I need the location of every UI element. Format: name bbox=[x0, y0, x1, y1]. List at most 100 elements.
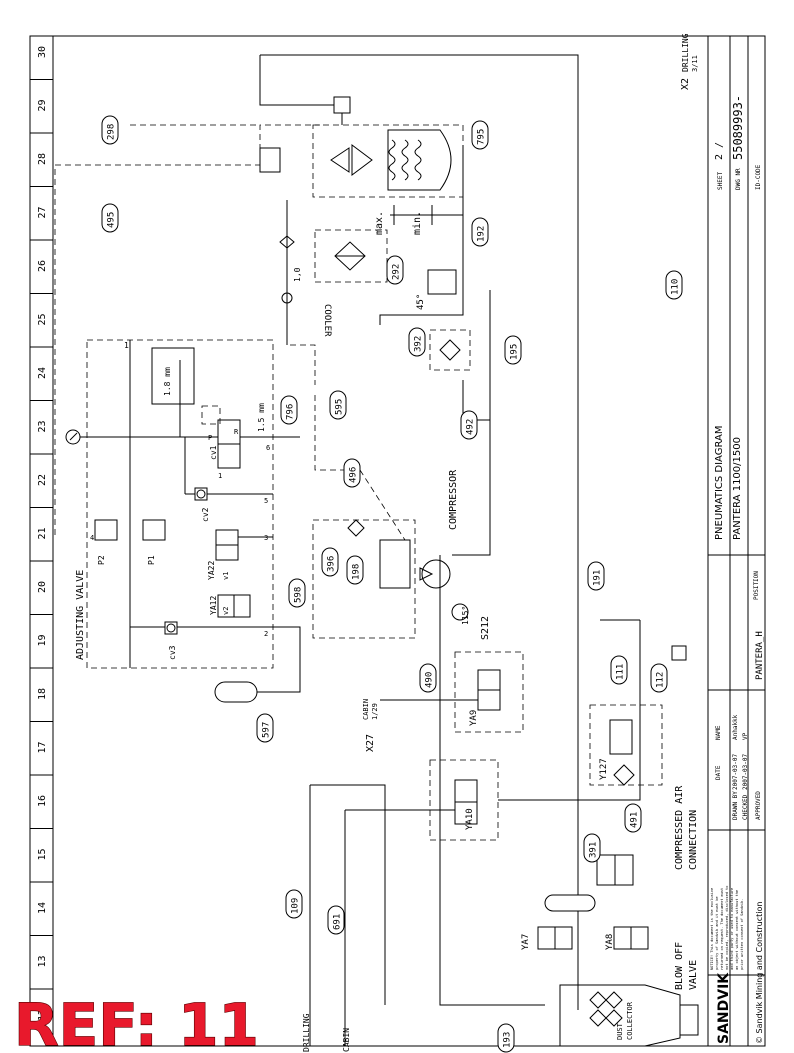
svg-text:CABIN: CABIN bbox=[342, 1028, 351, 1052]
svg-text:2 /: 2 / bbox=[714, 142, 725, 160]
svg-text:496: 496 bbox=[349, 467, 359, 483]
svg-text:2007-03-07: 2007-03-07 bbox=[742, 753, 749, 790]
svg-text:PANTERA_H: PANTERA_H bbox=[755, 631, 765, 680]
svg-text:P1: P1 bbox=[147, 555, 156, 565]
svg-text:597: 597 bbox=[262, 722, 272, 738]
compressor-label: COMPRESSOR bbox=[448, 469, 459, 530]
svg-text:YA10: YA10 bbox=[465, 808, 475, 830]
ref-bubble: 691 bbox=[327, 905, 345, 935]
svg-text:298: 298 bbox=[107, 124, 117, 140]
orifice-1-8-box bbox=[151, 347, 195, 405]
adjusting-valve-label: ADJUSTING VALVE bbox=[75, 570, 86, 660]
svg-text:CHECKED: CHECKED bbox=[742, 794, 749, 820]
ref-label: REF: 11 bbox=[14, 991, 259, 1053]
ya10-box bbox=[429, 759, 499, 841]
ref-bubble: 496 bbox=[343, 458, 361, 488]
grid-number: 23 bbox=[37, 420, 48, 432]
grid-number: 17 bbox=[37, 741, 48, 753]
ref-bubble: 110 bbox=[665, 270, 683, 300]
svg-text:APPROVED: APPROVED bbox=[755, 791, 762, 820]
svg-text:P2: P2 bbox=[97, 555, 106, 565]
title-block: PNEUMATICS DIAGRAM PANTERA 1100/1500 POS… bbox=[707, 36, 765, 1046]
cooler-box bbox=[314, 229, 388, 283]
ref-bubble: 598 bbox=[288, 578, 306, 608]
svg-text:DRILLING: DRILLING bbox=[681, 33, 690, 72]
ref-bubble: 595 bbox=[329, 390, 347, 420]
grid-number: 29 bbox=[37, 99, 48, 111]
ref-bubble: 191 bbox=[587, 561, 605, 591]
svg-text:P: P bbox=[208, 434, 212, 442]
ref-bubble: 392 bbox=[408, 327, 426, 357]
ref-bubble: 192 bbox=[471, 217, 489, 247]
svg-text:cv3: cv3 bbox=[168, 645, 177, 660]
svg-text:DRAWN BY: DRAWN BY bbox=[732, 791, 739, 820]
svg-text:691: 691 bbox=[333, 914, 343, 930]
svg-text:POSITION: POSITION bbox=[753, 571, 760, 600]
svg-text:YA7: YA7 bbox=[521, 934, 531, 950]
svg-text:110: 110 bbox=[671, 279, 681, 295]
ref-bubble: 492 bbox=[460, 410, 478, 440]
svg-text:DWG NR: DWG NR bbox=[735, 168, 742, 190]
grid-number: 19 bbox=[37, 634, 48, 646]
compressor-cylinder bbox=[379, 539, 411, 589]
ref-bubble: 491 bbox=[624, 803, 642, 833]
svg-text:490: 490 bbox=[425, 672, 435, 688]
ref-bubble: 391 bbox=[583, 833, 601, 863]
ref-bubble: 109 bbox=[285, 889, 303, 919]
cooler-label: COOLER bbox=[322, 304, 332, 337]
y127-solenoid bbox=[609, 719, 633, 755]
svg-text:191: 191 bbox=[593, 570, 603, 586]
ref-bubble: 796 bbox=[280, 395, 298, 425]
svg-text:X2: X2 bbox=[680, 78, 691, 90]
svg-text:192: 192 bbox=[477, 226, 487, 242]
svg-text:55089993-: 55089993- bbox=[731, 95, 745, 160]
svg-text:S212: S212 bbox=[480, 616, 491, 640]
svg-text:an object without consent with: an object without consent without the bbox=[735, 890, 739, 970]
grid-number: 21 bbox=[37, 527, 48, 539]
dust-collector bbox=[559, 984, 681, 1047]
ya9-box bbox=[454, 651, 524, 733]
svg-text:1,0: 1,0 bbox=[293, 267, 302, 282]
drawing-frame bbox=[29, 35, 766, 1047]
ref-bubble: 112 bbox=[650, 663, 668, 693]
svg-text:795: 795 bbox=[477, 129, 487, 145]
grid-number: 15 bbox=[37, 848, 48, 860]
temperature-gauge-icon bbox=[451, 603, 469, 621]
thermostat-valve bbox=[427, 269, 457, 295]
oil-filter-box bbox=[429, 329, 471, 371]
svg-text:PANTERA 1100/1500: PANTERA 1100/1500 bbox=[732, 437, 743, 540]
svg-text:PNEUMATICS DIAGRAM: PNEUMATICS DIAGRAM bbox=[714, 426, 725, 540]
svg-text:193: 193 bbox=[503, 1032, 513, 1048]
y127-box bbox=[589, 704, 663, 786]
grid-number: 24 bbox=[37, 367, 48, 379]
svg-text:DUST: DUST bbox=[616, 1022, 624, 1040]
svg-text:1/29: 1/29 bbox=[371, 703, 379, 720]
svg-text:R: R bbox=[234, 428, 239, 436]
grid-number: 27 bbox=[37, 206, 48, 218]
pressure-switch-112 bbox=[671, 645, 687, 661]
svg-text:max.: max. bbox=[374, 211, 385, 235]
svg-text:392: 392 bbox=[414, 336, 424, 352]
pressure-relief-valve bbox=[333, 96, 351, 114]
grid-number: 12 bbox=[37, 1009, 48, 1021]
compressor-control-box bbox=[312, 519, 416, 639]
svg-text:cv2: cv2 bbox=[201, 507, 210, 522]
svg-text:COLLECTOR: COLLECTOR bbox=[626, 1001, 634, 1040]
ref-bubble: 292 bbox=[386, 255, 404, 285]
grid-number: 26 bbox=[37, 260, 48, 272]
svg-text:1.8 mm: 1.8 mm bbox=[163, 367, 172, 396]
grid-number: 20 bbox=[37, 581, 48, 593]
svg-text:DRILLING: DRILLING bbox=[302, 1013, 311, 1052]
ref-bubble: 597 bbox=[256, 713, 274, 743]
grid-number: 30 bbox=[37, 46, 48, 58]
svg-text:and third party or used to man: and third party or used to manufacture bbox=[730, 888, 734, 970]
svg-text:112: 112 bbox=[656, 672, 666, 688]
svg-text:3/11: 3/11 bbox=[691, 55, 699, 72]
svg-text:6: 6 bbox=[266, 444, 270, 452]
svg-text:NAME: NAME bbox=[715, 725, 722, 740]
svg-text:prior written consent of Sandv: prior written consent of Sandvik. bbox=[740, 899, 744, 970]
svg-text:NOTICE! This document is the e: NOTICE! This document is the exclusive bbox=[710, 888, 714, 970]
svg-text:495: 495 bbox=[107, 212, 117, 228]
svg-text:115°: 115° bbox=[461, 606, 470, 625]
